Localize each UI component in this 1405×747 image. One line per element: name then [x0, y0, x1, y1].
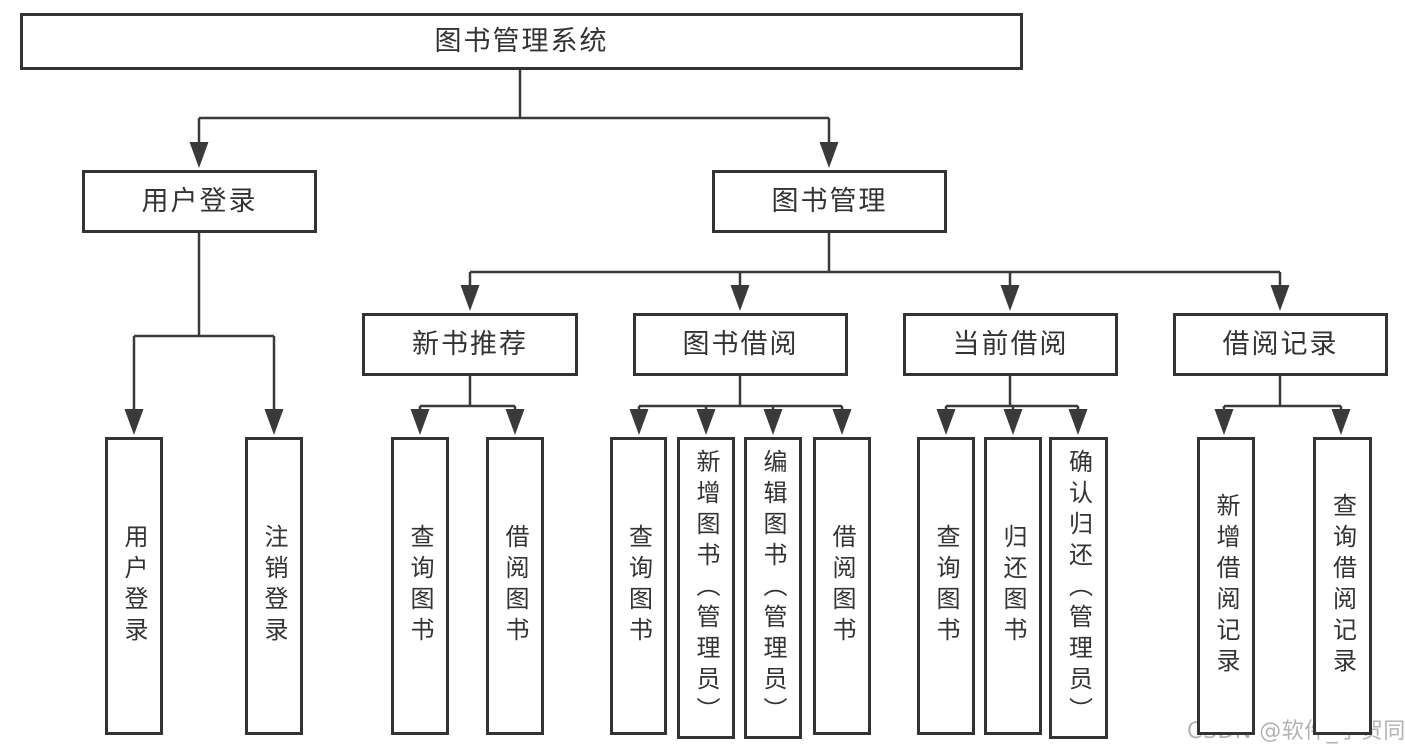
arrowhead-icon	[1331, 409, 1351, 435]
arrowhead-icon	[189, 142, 209, 168]
connector-root-to-level2	[189, 70, 839, 168]
node-user-login-leaf: 用户登录	[105, 437, 163, 735]
arrowhead-icon	[1270, 285, 1290, 311]
arrowhead-icon	[1003, 409, 1023, 435]
node-confirm-return-admin: 确认归还（管理员）	[1049, 437, 1108, 739]
arrowhead-icon	[1214, 409, 1234, 435]
connector-line	[418, 376, 517, 417]
arrowhead-icon	[505, 409, 525, 435]
node-add-books-admin: 新增图书（管理员）	[677, 437, 735, 739]
arrowhead-icon	[124, 409, 144, 435]
node-query-books-3: 查询图书	[917, 437, 975, 735]
arrowhead-icon	[264, 409, 284, 435]
arrowhead-icon	[763, 409, 783, 435]
node-new-book-recommend: 新书推荐	[362, 313, 578, 376]
node-book-management: 图书管理	[712, 170, 947, 233]
connector-records-to-leaves	[1214, 376, 1351, 435]
node-borrow-books-1: 借阅图书	[486, 437, 544, 735]
arrowhead-icon	[819, 142, 839, 168]
node-query-books-2: 查询图书	[610, 437, 667, 735]
node-root: 图书管理系统	[20, 13, 1023, 70]
connector-line	[1222, 376, 1343, 417]
connector-book-borrow-to-leaves	[629, 376, 852, 435]
node-borrow-books-2: 借阅图书	[813, 437, 871, 735]
arrowhead-icon	[629, 409, 649, 435]
connector-recommend-to-leaves	[410, 376, 525, 435]
connector-line	[637, 376, 844, 417]
arrowhead-icon	[832, 409, 852, 435]
node-edit-books-admin: 编辑图书（管理员）	[744, 437, 802, 739]
arrowhead-icon	[460, 285, 480, 311]
node-query-books-1: 查询图书	[391, 437, 449, 735]
node-add-borrow-record: 新增借阅记录	[1197, 437, 1255, 735]
arrowhead-icon	[936, 409, 956, 435]
connector-line	[197, 70, 831, 150]
arrowhead-icon	[1000, 285, 1020, 311]
connector-book-mgmt-to-level3	[460, 233, 1290, 311]
node-current-borrow: 当前借阅	[903, 313, 1118, 376]
node-book-borrow: 图书借阅	[633, 313, 848, 376]
arrowhead-icon	[730, 285, 750, 311]
node-borrow-records: 借阅记录	[1173, 313, 1388, 376]
arrowhead-icon	[1068, 409, 1088, 435]
node-logout-leaf: 注销登录	[245, 437, 303, 735]
node-user-login: 用户登录	[82, 170, 317, 233]
connector-current-borrow-to-leaves	[936, 376, 1088, 435]
node-query-borrow-record: 查询借阅记录	[1313, 437, 1372, 735]
connector-line	[132, 233, 276, 417]
node-return-books: 归还图书	[984, 437, 1042, 735]
connector-line	[468, 233, 1282, 293]
connector-user-login-to-leaves	[124, 233, 284, 435]
arrowhead-icon	[410, 409, 430, 435]
arrowhead-icon	[696, 409, 716, 435]
